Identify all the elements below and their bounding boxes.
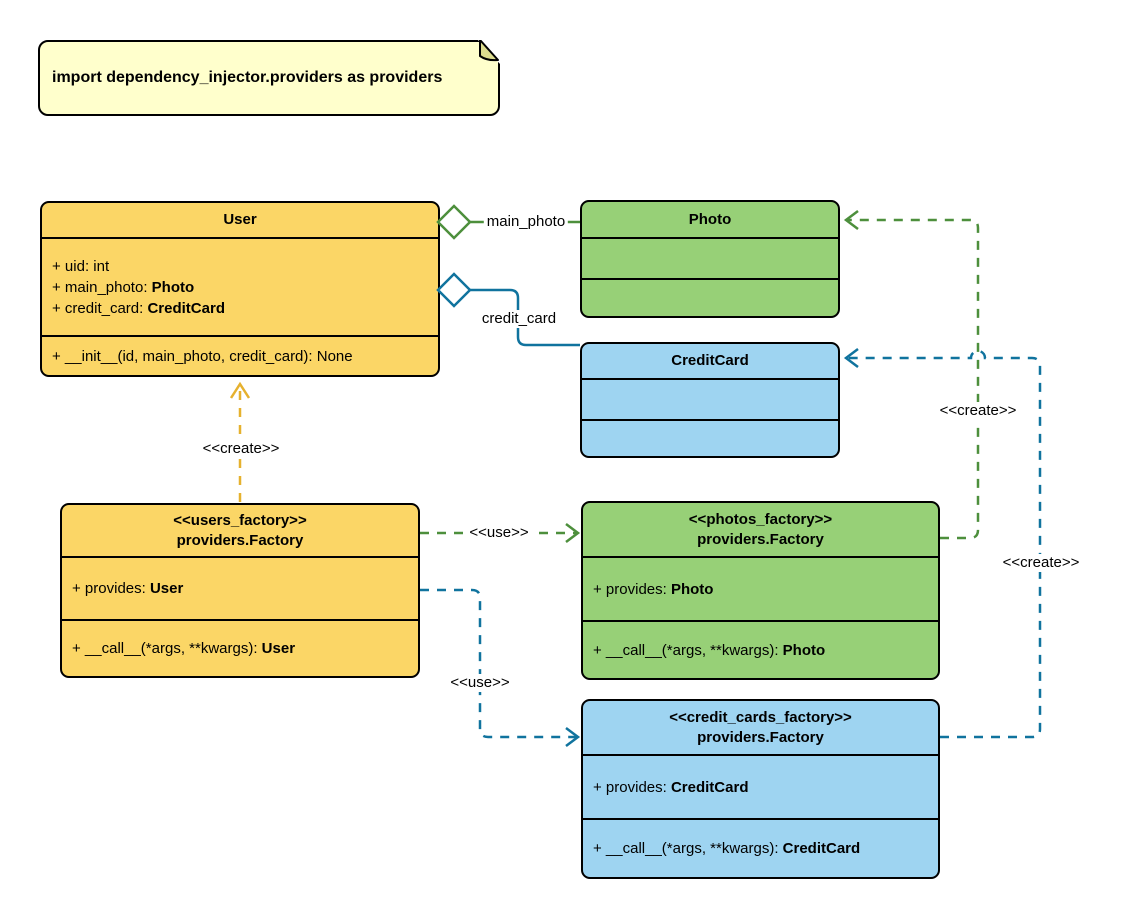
member-text: + provides: (593, 580, 671, 598)
class-user: User + uid: int + main_photo: Photo + cr… (40, 201, 440, 377)
class-user-title: User (42, 203, 438, 239)
attribute-row: + provides: User (72, 578, 408, 599)
member-text: + __call__(*args, **kwargs): (593, 840, 783, 857)
class-photo-title: Photo (582, 202, 838, 239)
class-user-attributes: + uid: int + main_photo: Photo + credit_… (42, 239, 438, 335)
edge-photos-factory-create (843, 210, 980, 540)
edge-label-create-credit-card: <<create>> (999, 554, 1083, 572)
member-text: + provides: (72, 580, 150, 597)
aggregation-diamond-icon (436, 204, 472, 240)
member-type: CreditCard (147, 299, 225, 317)
member-type: Photo (151, 278, 195, 296)
class-credit-card: CreditCard (580, 342, 840, 458)
member-text: + provides: (593, 778, 671, 796)
class-users-factory-title: <<users_factory>> providers.Factory (62, 505, 418, 558)
class-photo-methods (582, 278, 838, 316)
stereotype: <<photos_factory>> (688, 510, 833, 528)
class-name: providers.Factory (697, 530, 824, 548)
class-name: providers.Factory (697, 728, 824, 746)
attribute-row: + main_photo: Photo (52, 277, 428, 298)
class-credit-card-attributes (582, 380, 838, 419)
attribute-row: + provides: CreditCard (593, 777, 928, 798)
class-user-methods: + __init__(id, main_photo, credit_card):… (42, 335, 438, 375)
class-credit-card-title: CreditCard (582, 344, 838, 380)
arrowhead-icon (565, 523, 581, 543)
member-type: CreditCard (782, 840, 861, 857)
class-photos-factory-methods: + __call__(*args, **kwargs): Photo (583, 620, 938, 678)
attribute-row: + uid: int (52, 256, 428, 277)
stereotype: <<users_factory>> (173, 511, 307, 529)
member-type: CreditCard (670, 778, 749, 796)
method-row: + __call__(*args, **kwargs): CreditCard (593, 838, 928, 859)
class-credit-card-methods (582, 419, 838, 456)
member-text: + __call__(*args, **kwargs): (593, 641, 783, 659)
class-name: providers.Factory (176, 531, 304, 549)
edge-label-use-credit-cards: <<use>> (447, 674, 513, 692)
attribute-row: + credit_card: CreditCard (52, 298, 428, 319)
member-type: Photo (782, 641, 826, 659)
member-text: + main_photo: (52, 278, 152, 296)
arrowhead-icon (229, 381, 251, 399)
note: import dependency_injector.providers as … (38, 40, 500, 116)
arrowhead-icon (565, 727, 581, 747)
stereotype: <<credit_cards_factory>> (669, 708, 852, 726)
edge-label-create-user: <<create>> (199, 440, 283, 458)
class-photo: Photo (580, 200, 840, 318)
class-users-factory-methods: + __call__(*args, **kwargs): User (62, 619, 418, 676)
class-credit-cards-factory-methods: + __call__(*args, **kwargs): CreditCard (583, 818, 938, 877)
class-name: User (223, 211, 257, 228)
method-row: + __call__(*args, **kwargs): Photo (593, 640, 928, 661)
class-photo-attributes (582, 239, 838, 278)
note-text: import dependency_injector.providers as … (52, 69, 443, 86)
member-text: + credit_card: (52, 299, 148, 317)
class-name: Photo (688, 210, 732, 228)
edge-label-use-photos: <<use>> (466, 524, 532, 542)
class-photos-factory-attributes: + provides: Photo (583, 558, 938, 620)
attribute-row: + provides: Photo (593, 579, 928, 600)
class-photos-factory-title: <<photos_factory>> providers.Factory (583, 503, 938, 558)
class-users-factory-attributes: + provides: User (62, 558, 418, 619)
class-users-factory: <<users_factory>> providers.Factory + pr… (60, 503, 420, 678)
arrowhead-icon (843, 348, 859, 368)
member-type: User (261, 640, 296, 657)
class-name: CreditCard (671, 352, 749, 369)
member-type: Photo (670, 580, 714, 598)
class-photos-factory: <<photos_factory>> providers.Factory + p… (581, 501, 940, 680)
note-fold-icon (478, 40, 500, 64)
arrowhead-icon (843, 210, 859, 230)
edge-use-credit-cards-factory (420, 588, 581, 747)
edge-label-create-photo: <<create>> (936, 402, 1020, 420)
class-credit-cards-factory-attributes: + provides: CreditCard (583, 756, 938, 818)
method-row: + __init__(id, main_photo, credit_card):… (52, 346, 428, 367)
aggregation-diamond-icon (436, 272, 472, 308)
member-text: + __init__(id, main_photo, credit_card):… (52, 347, 353, 365)
member-text: + __call__(*args, **kwargs): (72, 640, 262, 657)
class-credit-cards-factory-title: <<credit_cards_factory>> providers.Facto… (583, 701, 938, 756)
member-type: User (149, 580, 184, 597)
member-text: + uid: int (52, 257, 110, 275)
method-row: + __call__(*args, **kwargs): User (72, 638, 408, 659)
edge-label-credit-card: credit_card (478, 310, 560, 328)
class-credit-cards-factory: <<credit_cards_factory>> providers.Facto… (581, 699, 940, 879)
edge-label-main-photo: main_photo (483, 213, 569, 231)
